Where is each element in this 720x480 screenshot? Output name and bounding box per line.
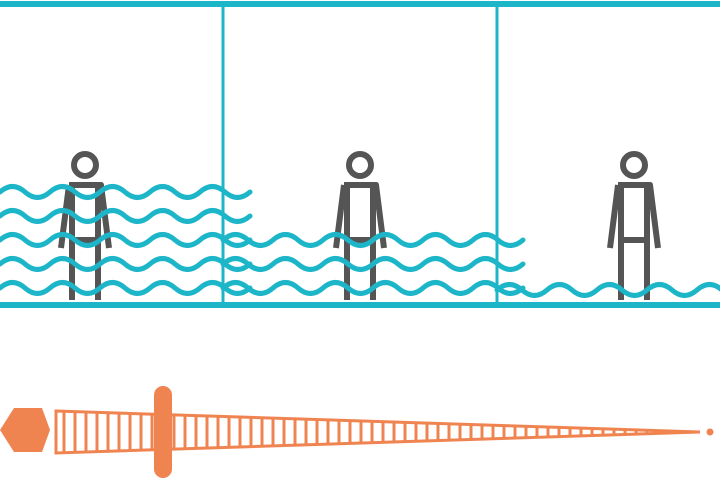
wave-icon bbox=[0, 208, 253, 224]
person-icon-medium bbox=[333, 151, 387, 300]
gauge-blade bbox=[54, 409, 701, 455]
person-icon-deep bbox=[58, 151, 112, 300]
tapered-ruler-icon bbox=[0, 386, 714, 478]
waves-deep bbox=[0, 184, 253, 296]
wave-icon bbox=[0, 256, 253, 272]
wave-icon bbox=[220, 256, 526, 272]
gauge-tip bbox=[706, 428, 714, 436]
waves-shallow bbox=[494, 282, 720, 298]
gauge-pommel bbox=[0, 408, 50, 452]
wave-icon bbox=[0, 184, 253, 200]
wave-icon bbox=[0, 232, 253, 248]
gauge-blade-outline bbox=[54, 409, 701, 455]
wave-icon bbox=[220, 280, 526, 296]
waves-medium bbox=[220, 232, 526, 296]
wave-icon bbox=[0, 280, 253, 296]
person-icon-shallow bbox=[607, 151, 661, 300]
wave-icon bbox=[494, 282, 720, 298]
wave-icon bbox=[220, 232, 526, 248]
